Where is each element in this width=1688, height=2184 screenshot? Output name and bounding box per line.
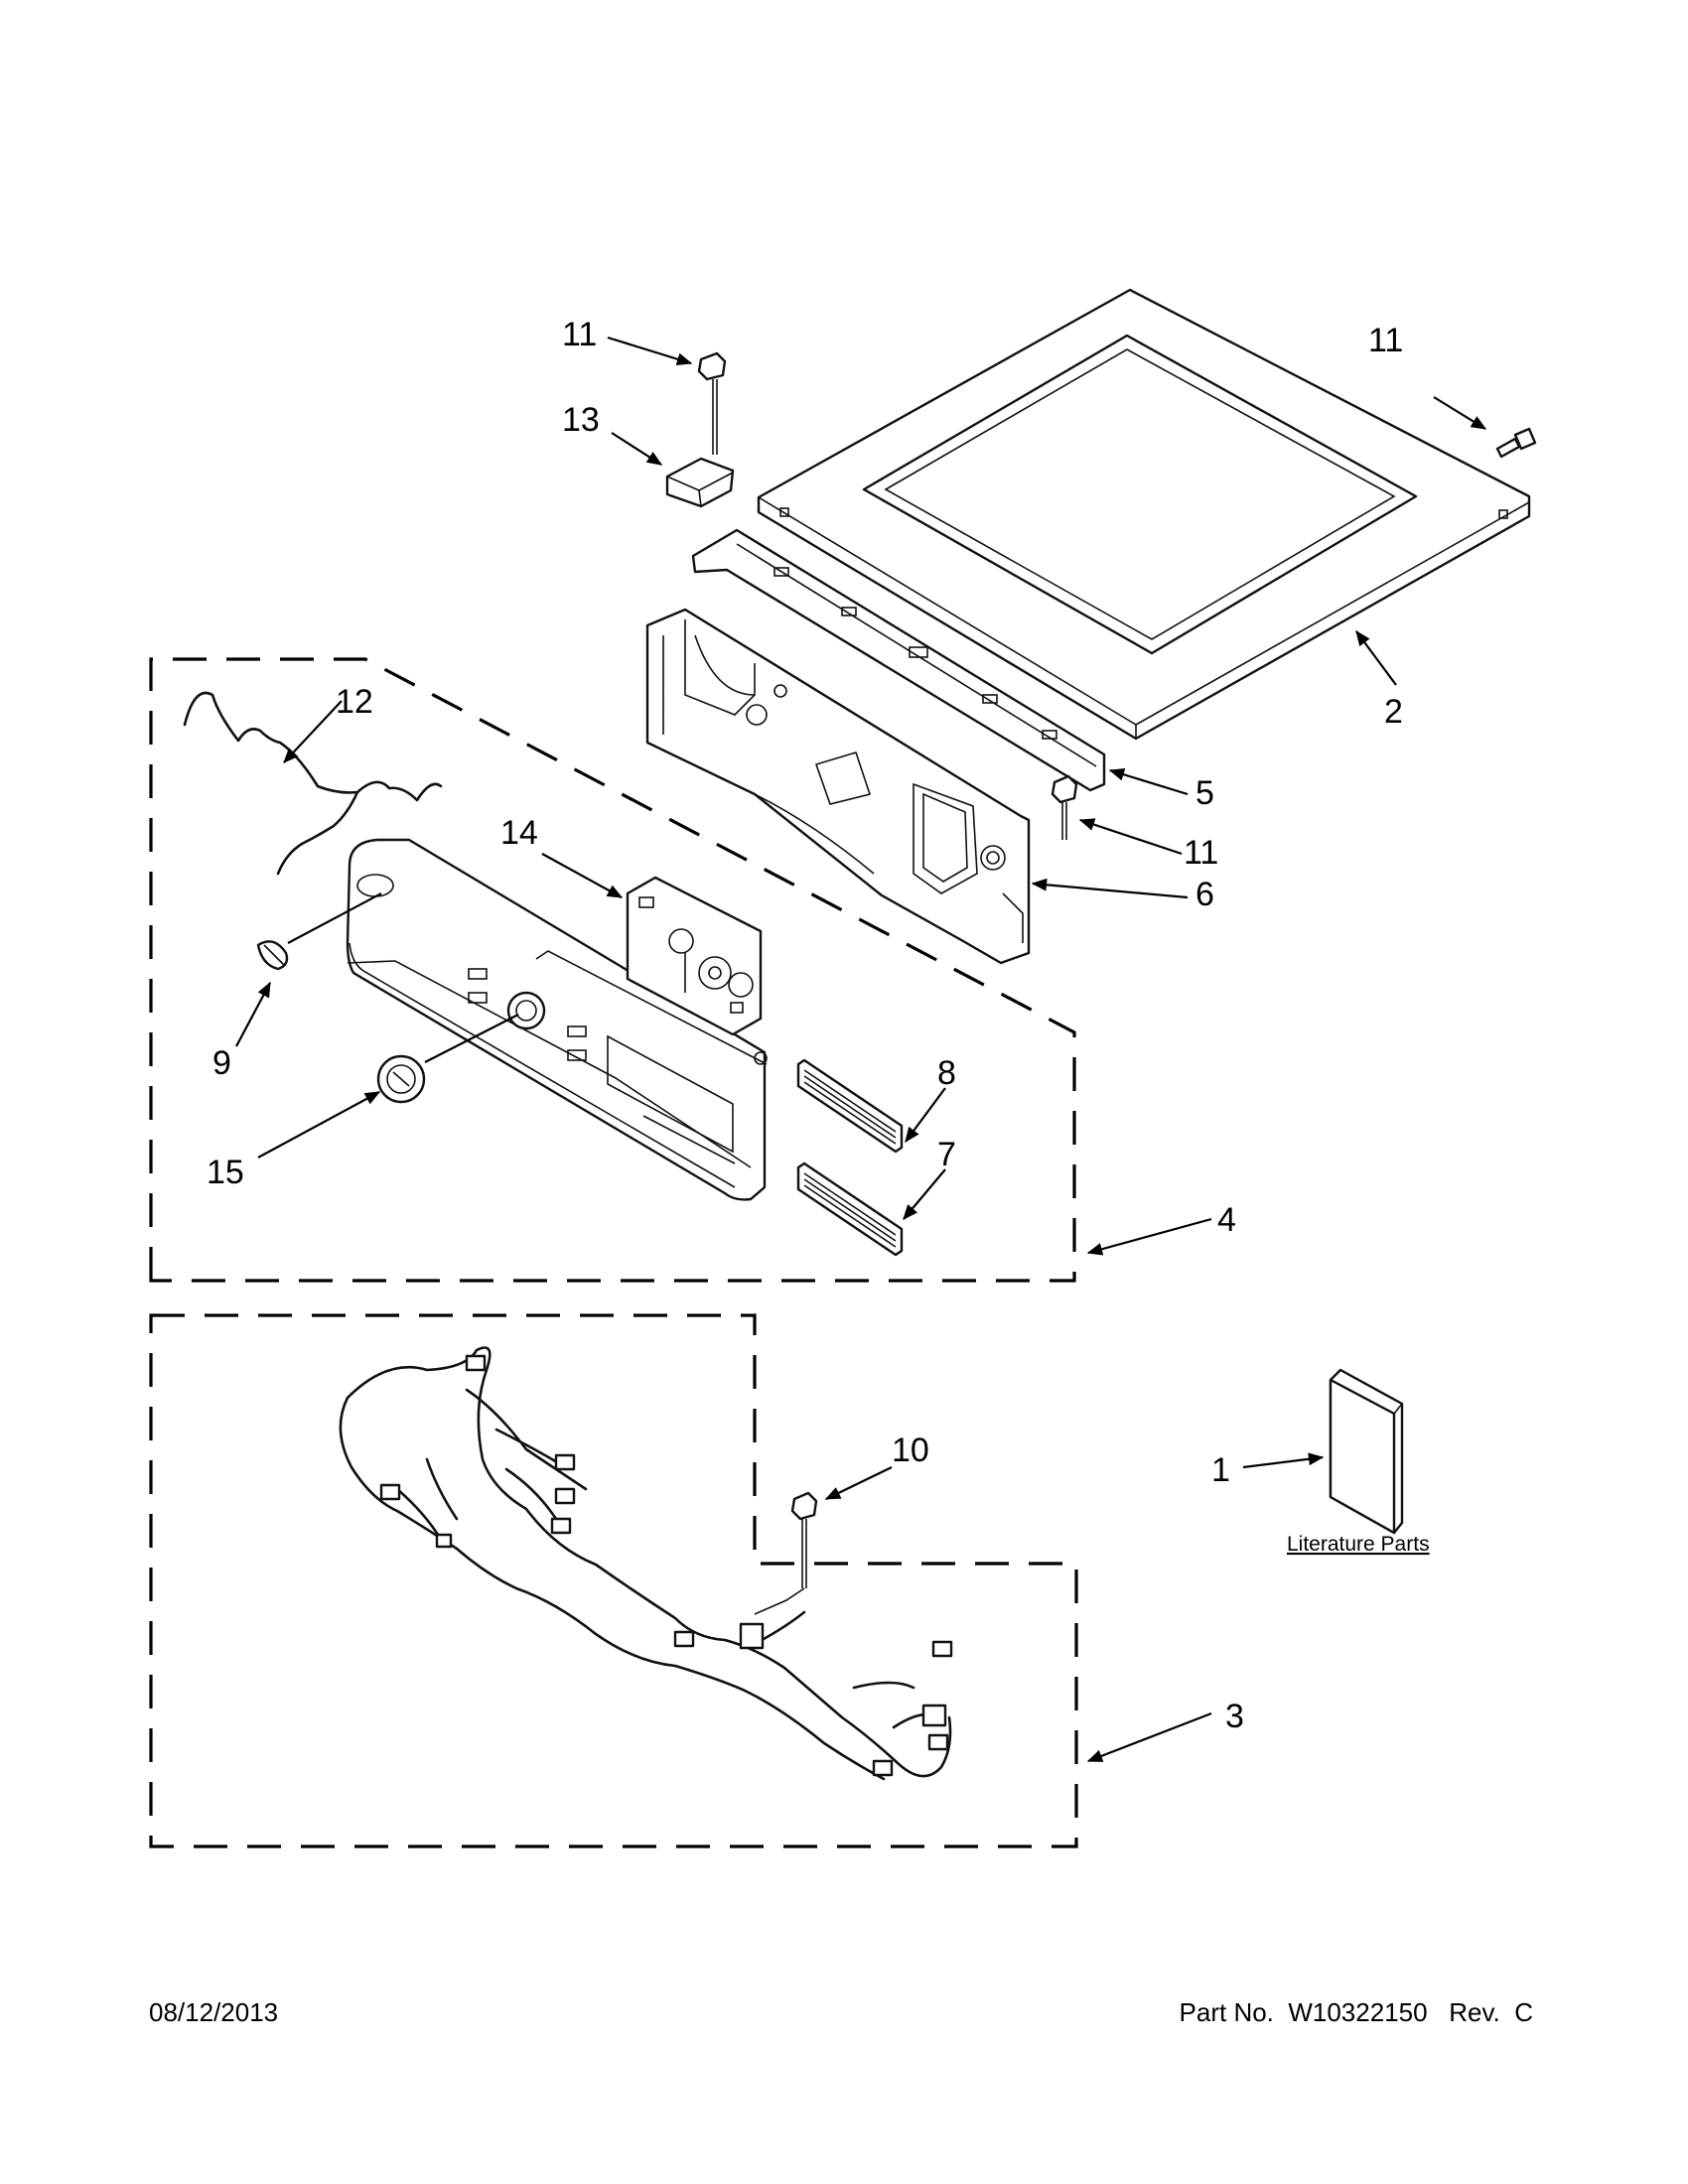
lens[interactable] (256, 940, 289, 971)
footer-part-number: Part No. W10322150 Rev. C (1180, 1997, 1533, 2027)
callout-15: 15 (207, 1154, 244, 1191)
callout-7: 7 (937, 1136, 956, 1173)
console-bracket[interactable] (645, 608, 1031, 965)
console-wire-harness[interactable] (183, 691, 443, 876)
ribbon-cable-upper[interactable] (796, 1058, 904, 1154)
knob[interactable] (376, 1054, 426, 1104)
callout-4: 4 (1217, 1201, 1236, 1239)
callout-14: 14 (500, 814, 538, 852)
callout-11-top-left: 11 (562, 316, 597, 353)
callout-10: 10 (892, 1432, 929, 1469)
callout-3: 3 (1225, 1698, 1244, 1735)
control-board[interactable] (626, 876, 763, 1036)
top-panel[interactable] (757, 288, 1531, 741)
ground-screw[interactable] (754, 1491, 818, 1615)
screw-top-right[interactable] (1495, 427, 1537, 459)
callout-11-top-right: 11 (1368, 322, 1403, 359)
screw-mid-right[interactable] (1051, 774, 1078, 840)
literature-parts-label: Literature Parts (1287, 1533, 1430, 1556)
callout-6: 6 (1196, 876, 1214, 913)
callout-9: 9 (212, 1044, 231, 1082)
main-wire-harness[interactable] (339, 1346, 953, 1781)
ribbon-cable-lower[interactable] (796, 1161, 904, 1257)
literature-book[interactable] (1329, 1368, 1404, 1535)
footer-date: 08/12/2013 (149, 1997, 278, 2027)
leader-lines (235, 336, 1487, 1763)
callout-2: 2 (1384, 693, 1403, 731)
callout-13: 13 (562, 401, 600, 439)
console-assembly-boundary (149, 657, 1076, 1283)
wire-harness-assembly-boundary (149, 1313, 1078, 1848)
rear-bracket[interactable] (691, 528, 1106, 792)
console-panel[interactable] (346, 838, 768, 1201)
callout-8: 8 (937, 1054, 956, 1092)
callout-12: 12 (336, 683, 373, 721)
clip[interactable] (665, 457, 735, 508)
callout-1: 1 (1211, 1451, 1230, 1489)
callout-11-mid-right: 11 (1184, 834, 1218, 872)
screw-top-left[interactable] (697, 351, 727, 455)
callout-5: 5 (1196, 774, 1214, 812)
